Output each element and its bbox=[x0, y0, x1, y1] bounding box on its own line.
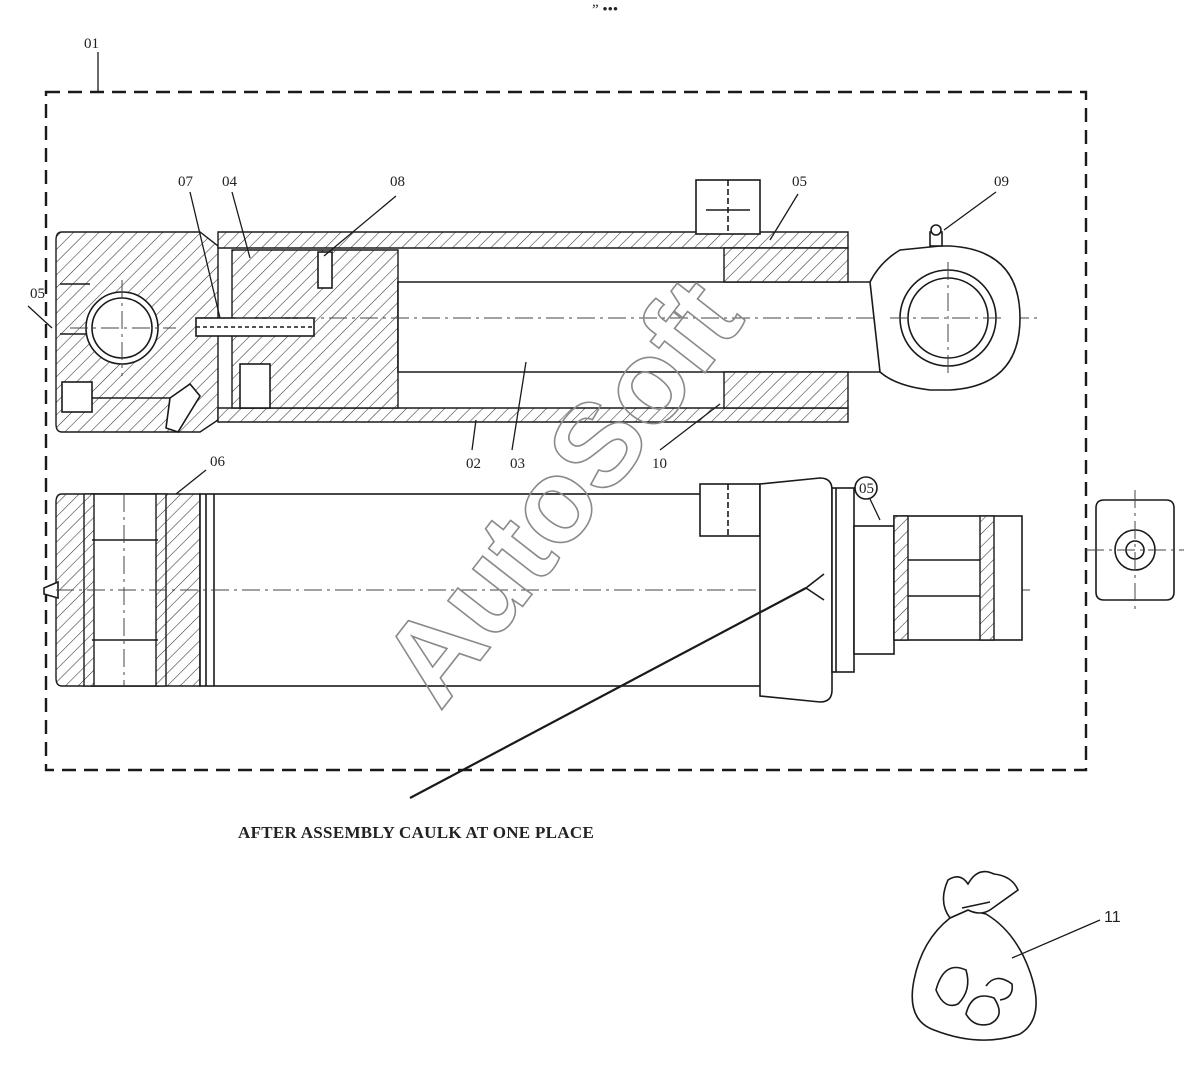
leader-07 bbox=[189, 191, 221, 319]
callout-05-circle: 05 bbox=[859, 481, 874, 497]
callout-02: 02 bbox=[466, 456, 481, 472]
assembly-boundary bbox=[44, 90, 1088, 772]
caulk-leader bbox=[409, 587, 807, 799]
leader-05-circle bbox=[869, 498, 881, 521]
leader-06 bbox=[175, 469, 207, 495]
callout-05-circle-ring bbox=[854, 476, 878, 500]
callout-07: 07 bbox=[178, 174, 194, 190]
callout-08: 08 bbox=[390, 174, 405, 190]
leader-05-left bbox=[27, 305, 53, 329]
leader-05-top bbox=[769, 193, 799, 241]
top-mark: ” ••• bbox=[592, 2, 618, 18]
leader-08 bbox=[323, 195, 397, 257]
callout-10: 10 bbox=[652, 456, 667, 472]
callout-05-left: 05 bbox=[30, 286, 45, 302]
callout-06: 06 bbox=[210, 454, 226, 470]
leader-04 bbox=[231, 191, 251, 259]
callout-04: 04 bbox=[222, 174, 238, 190]
callout-05-top: 05 bbox=[792, 174, 807, 190]
leader-09 bbox=[943, 191, 997, 231]
parts-bag-icon bbox=[911, 870, 1037, 1041]
leader-02 bbox=[471, 419, 477, 451]
callout-09: 09 bbox=[994, 174, 1009, 190]
leader-11 bbox=[1011, 919, 1101, 959]
leader-03 bbox=[511, 361, 527, 451]
callout-11: 11 bbox=[1104, 909, 1121, 926]
leader-10 bbox=[659, 403, 721, 451]
caulk-caption: AFTER ASSEMBLY CAULK AT ONE PLACE bbox=[238, 823, 594, 842]
cylinder-section-view bbox=[55, 179, 1040, 433]
cylinder-end-view bbox=[1086, 490, 1184, 610]
callout-01: 01 bbox=[84, 36, 99, 52]
callout-03: 03 bbox=[510, 456, 525, 472]
